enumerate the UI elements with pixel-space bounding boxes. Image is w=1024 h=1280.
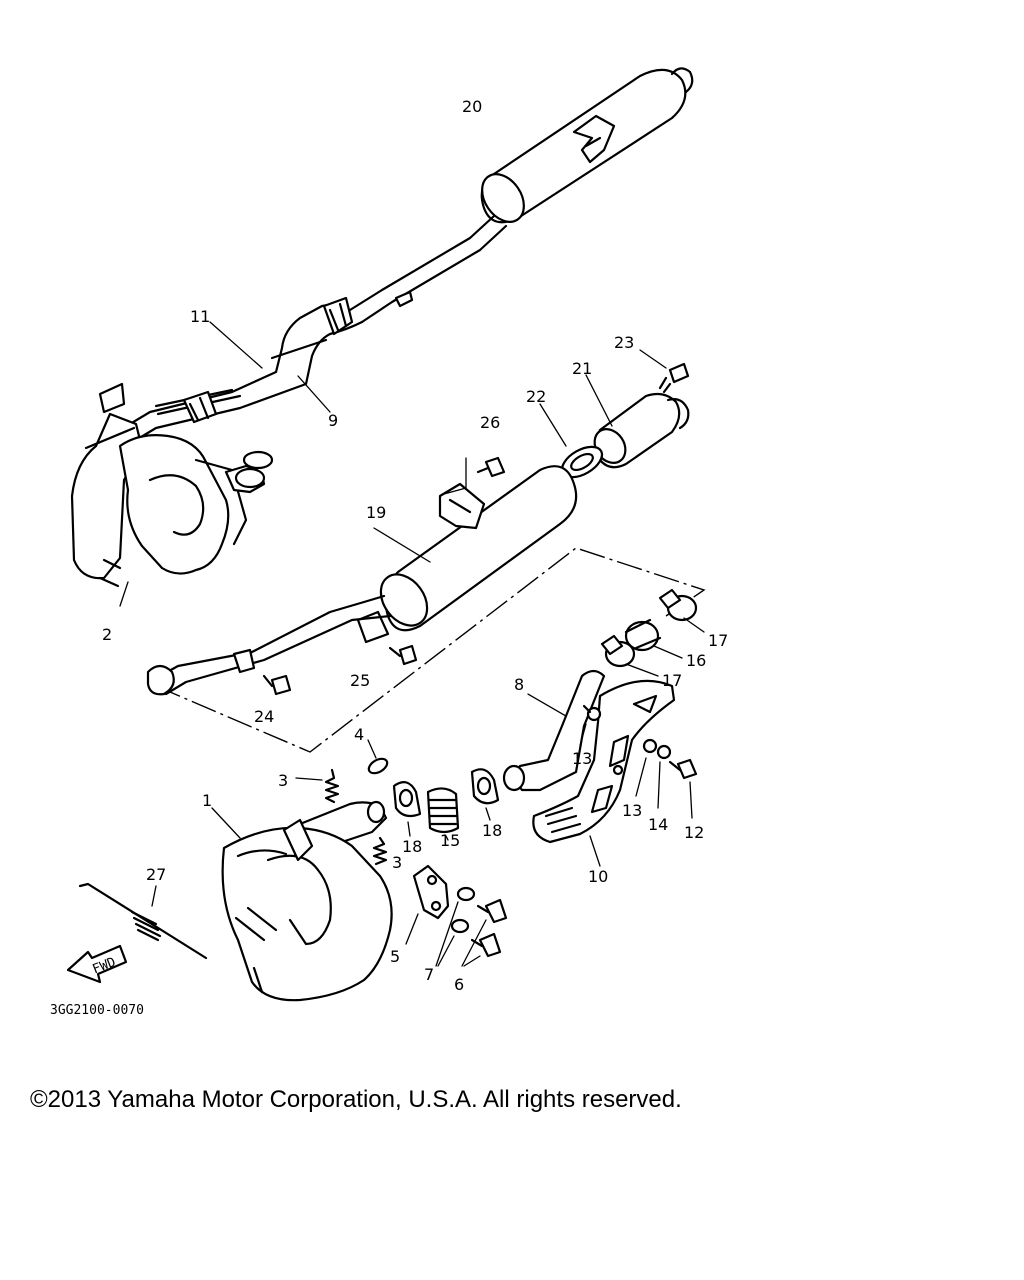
callout-25: 25 bbox=[350, 671, 370, 690]
part-1-chamber bbox=[211, 800, 393, 1002]
part-8-pipe bbox=[502, 669, 606, 792]
callout-2: 2 bbox=[102, 625, 112, 644]
part-27-rod bbox=[78, 882, 208, 960]
callout-17-upper: 17 bbox=[708, 631, 728, 650]
callout-3-upper: 3 bbox=[278, 771, 288, 790]
callout-15: 15 bbox=[440, 831, 460, 850]
part-21-23-22-outlet bbox=[539, 349, 690, 479]
part-2-chamber bbox=[70, 382, 274, 607]
callout-19: 19 bbox=[366, 503, 386, 522]
part-code: 3GG2100-0070 bbox=[50, 1003, 144, 1018]
part-11-9-pipe bbox=[118, 296, 364, 448]
callout-4: 4 bbox=[354, 725, 364, 744]
callout-12: 12 bbox=[684, 823, 704, 842]
callout-23: 23 bbox=[614, 333, 634, 352]
callout-3-lower: 3 bbox=[392, 853, 402, 872]
fwd-arrow-icon bbox=[66, 944, 128, 984]
callout-9: 9 bbox=[328, 411, 338, 430]
copyright-notice: ©2013 Yamaha Motor Corporation, U.S.A. A… bbox=[30, 1086, 682, 1113]
bolts-24-25-26 bbox=[262, 456, 506, 696]
callout-18-left: 18 bbox=[402, 837, 422, 856]
parts-16-17-clamps bbox=[600, 588, 705, 677]
parts-5-6-7-bracket bbox=[405, 864, 508, 967]
callout-13-left: 13 bbox=[572, 749, 592, 768]
part-20-silencer bbox=[348, 67, 694, 324]
exhaust-parts-diagram: 20 11 9 23 21 22 26 19 2 17 16 17 25 24 … bbox=[50, 67, 728, 1018]
callout-14: 14 bbox=[648, 815, 668, 834]
callout-8: 8 bbox=[514, 675, 524, 694]
callout-10: 10 bbox=[588, 867, 608, 886]
callout-5: 5 bbox=[390, 947, 400, 966]
callout-11: 11 bbox=[190, 307, 210, 326]
callout-24: 24 bbox=[254, 707, 274, 726]
parts-12-13-14-hardware bbox=[579, 704, 698, 819]
callout-7: 7 bbox=[424, 965, 434, 984]
callout-17-lower: 17 bbox=[662, 671, 682, 690]
callout-27: 27 bbox=[146, 865, 166, 884]
part-10-guard bbox=[532, 679, 676, 867]
part-19-silencer bbox=[146, 457, 706, 753]
callout-26: 26 bbox=[480, 413, 500, 432]
parts-3-4-15-18-joint bbox=[295, 739, 500, 866]
callout-6: 6 bbox=[454, 975, 464, 994]
callout-1: 1 bbox=[202, 791, 212, 810]
callout-16: 16 bbox=[686, 651, 706, 670]
callout-20: 20 bbox=[462, 97, 482, 116]
callout-22: 22 bbox=[526, 387, 546, 406]
callout-21: 21 bbox=[572, 359, 592, 378]
callout-labels: 20 11 9 23 21 22 26 19 2 17 16 17 25 24 … bbox=[50, 97, 728, 1018]
callout-13-right: 13 bbox=[622, 801, 642, 820]
callout-18-right: 18 bbox=[482, 821, 502, 840]
